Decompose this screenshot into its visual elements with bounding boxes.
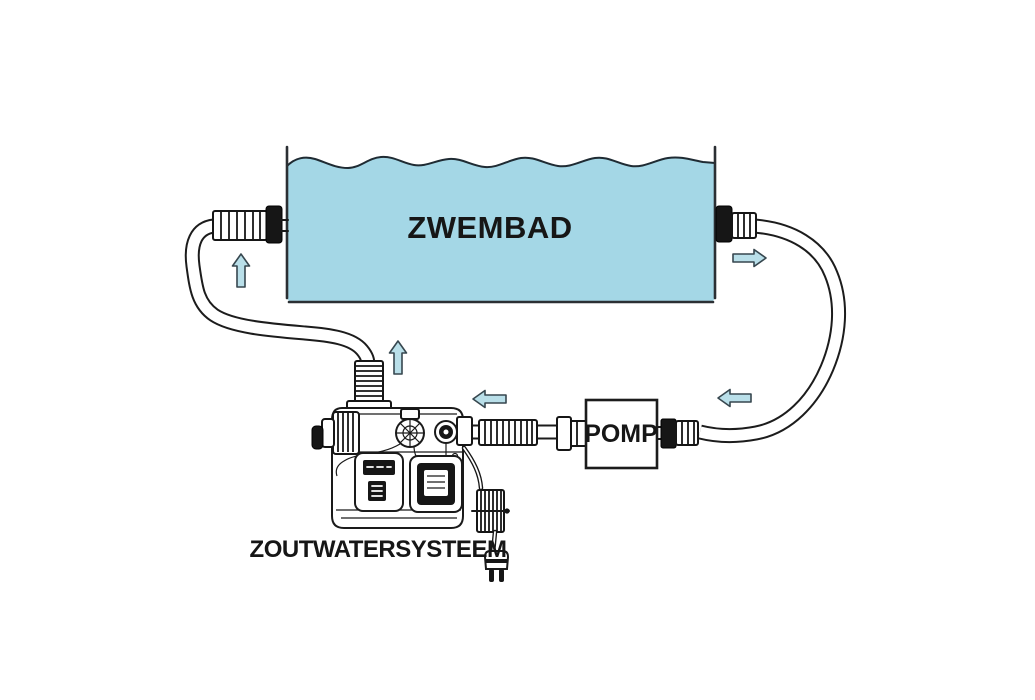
pump: POMP: [584, 398, 659, 470]
flow-arrow-left-pump: [717, 388, 752, 408]
pump-right-connector: [655, 418, 699, 449]
power-plug: [483, 550, 510, 582]
flow-arrow-up-left: [231, 253, 251, 288]
pool-water: [287, 156, 715, 302]
return-hose: [184, 218, 376, 367]
pool-left-connector: [212, 205, 289, 244]
pump-box: [584, 398, 659, 470]
system-left-handle: [311, 425, 324, 450]
pool-label: ZWEMBAD: [407, 210, 572, 245]
valve-wheel: [395, 408, 425, 448]
salt-water-system: [311, 360, 473, 529]
salt-water-system-label: ZOUTWATERSYSTEEM: [250, 536, 507, 563]
right-panel: [409, 455, 463, 513]
control-knob: [434, 420, 458, 460]
flow-arrow-right-outlet: [732, 248, 767, 268]
water-surface: [286, 155, 716, 170]
pump-inlet-fitting: [556, 416, 572, 451]
pool-right-connector: [715, 205, 757, 243]
flow-arrow-up-inlet: [388, 340, 408, 375]
suction-hose: [698, 218, 847, 443]
left-panel: [354, 452, 404, 512]
swimming-pool: ZWEMBAD: [285, 145, 717, 304]
system-to-pump-hose: [470, 416, 588, 451]
pump-label: POMP: [584, 420, 658, 448]
flow-arrow-left-system: [472, 389, 507, 409]
system-outlet: [456, 416, 473, 446]
power-cord: [461, 445, 510, 582]
